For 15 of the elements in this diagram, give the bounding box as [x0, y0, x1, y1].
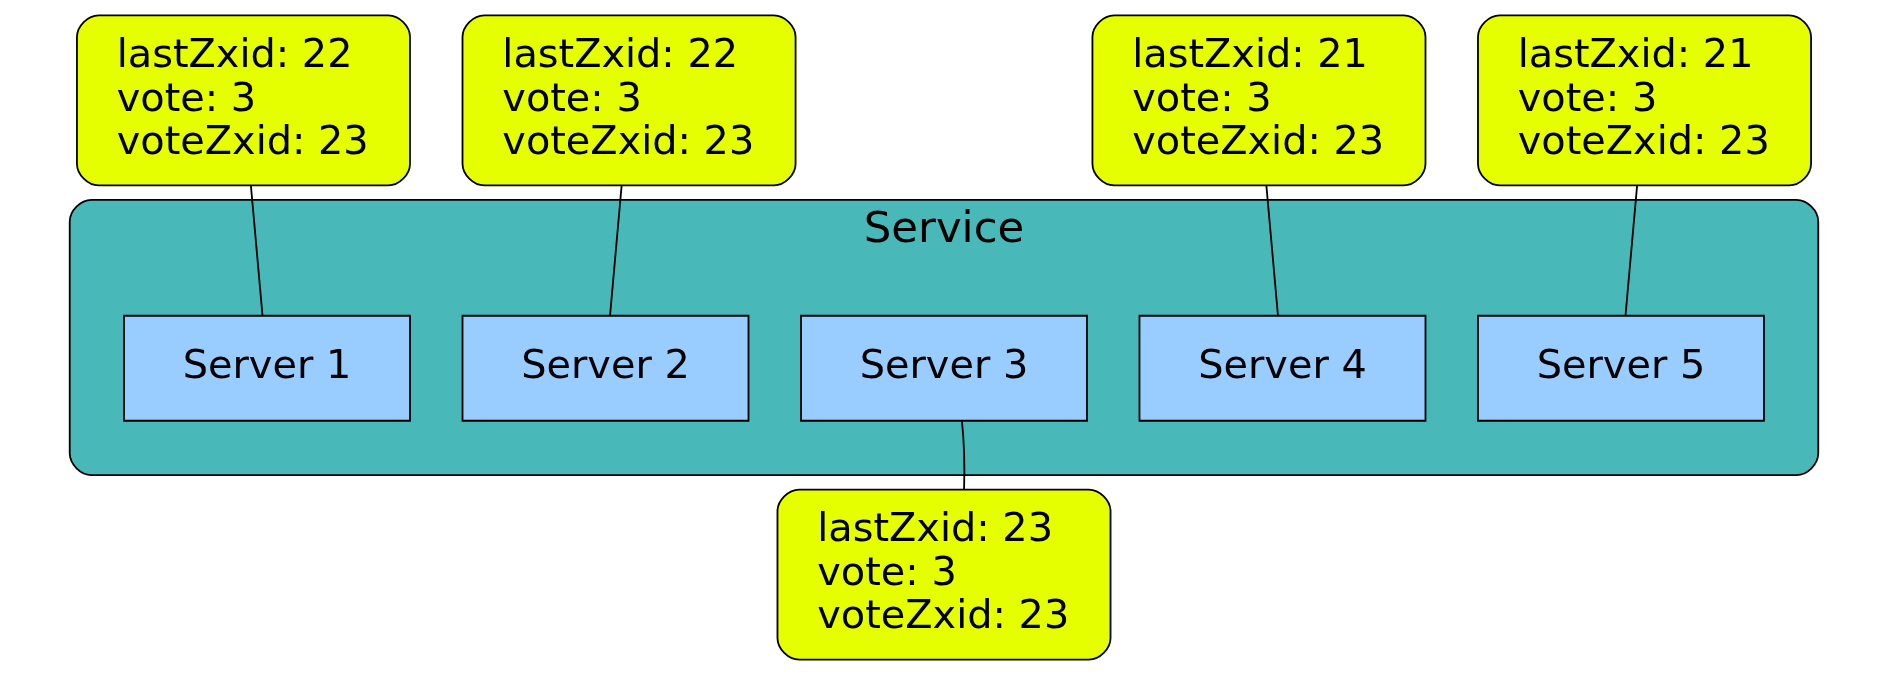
- node-box: Server 1: [123, 314, 411, 422]
- node-box: Server 5: [1477, 314, 1765, 422]
- node-box: lastZxid: 22 vote: 3 voteZxid: 23: [461, 14, 797, 187]
- connector: [1265, 184, 1279, 317]
- node-box: lastZxid: 22 vote: 3 voteZxid: 23: [76, 14, 411, 187]
- node-box: lastZxid: 21 vote: 3 voteZxid: 23: [1477, 14, 1812, 187]
- connector: [250, 184, 264, 317]
- node-box: lastZxid: 21 vote: 3 voteZxid: 23: [1091, 14, 1427, 187]
- node-box: Server 3: [800, 314, 1088, 422]
- connector: [961, 420, 966, 491]
- connector: [1624, 184, 1638, 317]
- node-box: Server 4: [1138, 314, 1427, 422]
- node-box: Server 2: [461, 314, 750, 422]
- connector: [609, 184, 623, 317]
- node-box: lastZxid: 23 vote: 3 voteZxid: 23: [776, 488, 1112, 661]
